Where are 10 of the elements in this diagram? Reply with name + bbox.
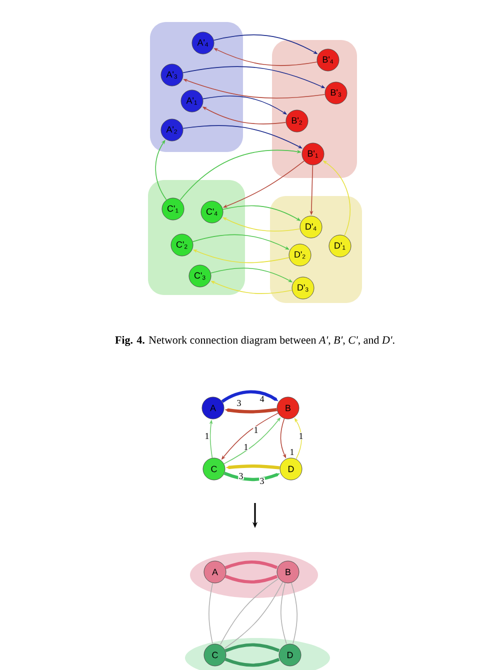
edge-label: 3 xyxy=(259,477,265,485)
edge-label: 4 xyxy=(259,395,265,403)
edge-label: 1 xyxy=(204,432,210,440)
edge-label: 1 xyxy=(243,443,249,451)
edge-label: 3 xyxy=(238,472,244,480)
edge-label: 3 xyxy=(236,399,242,407)
edge-label: 1 xyxy=(298,432,304,440)
edge-label: 1 xyxy=(289,448,295,456)
edge-label: 1 xyxy=(253,426,259,434)
figure-caption: Fig. 4. Network connection diagram between A', B', C', and D'. xyxy=(115,336,394,346)
